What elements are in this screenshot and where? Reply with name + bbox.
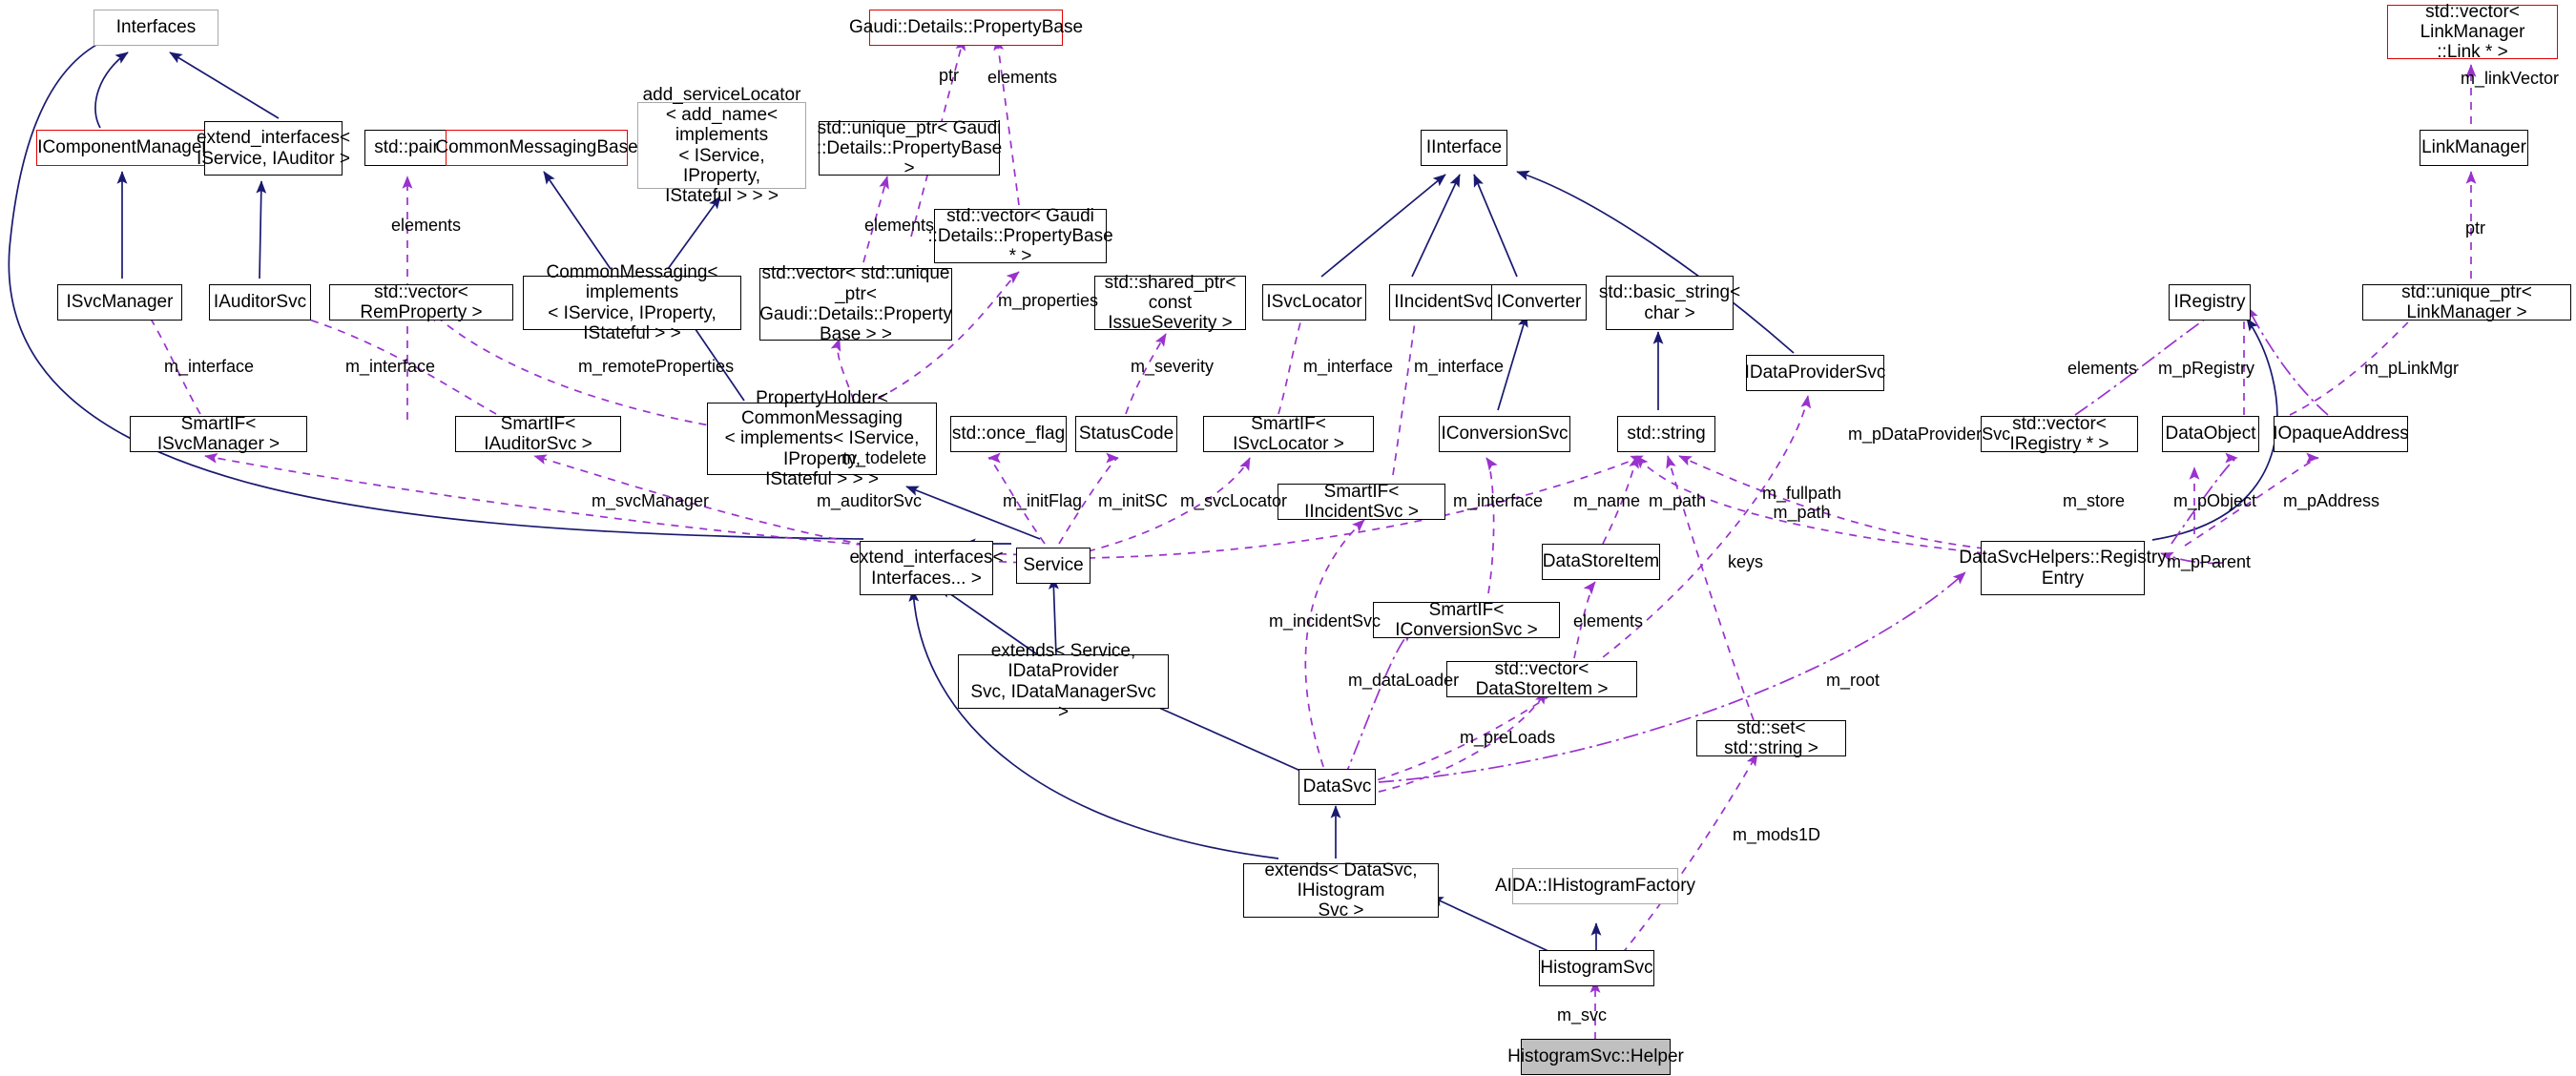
edge-label: m_properties: [998, 291, 1099, 310]
edge-label: m_interface: [1303, 357, 1394, 376]
class-node-extends_service_idp[interactable]: extends< Service, IDataProvider Svc, IDa…: [958, 641, 1169, 722]
class-node-smartif_iauditorsvc[interactable]: SmartIF< IAuditorSvc >: [455, 414, 621, 454]
edge-label: m_mods1D: [1733, 825, 1821, 844]
class-node-vector_remproperty[interactable]: std::vector< RemProperty >: [329, 282, 513, 322]
class-node-extend_if_isvc_iaud[interactable]: extend_interfaces< IService, IAuditor >: [197, 121, 350, 176]
class-node-gaudi_propertybase[interactable]: Gaudi::Details::PropertyBase: [849, 10, 1083, 46]
edge-label: m_pRegistry: [2158, 359, 2255, 378]
class-node-vector_iregistry_ptr[interactable]: std::vector< IRegistry * >: [1981, 414, 2138, 454]
edge-label: keys: [1728, 552, 1764, 571]
class-node-vector_datastoreitem[interactable]: std::vector< DataStoreItem >: [1446, 659, 1637, 699]
edge-label: m_linkVector: [2461, 69, 2560, 88]
class-node-iopaqueaddress[interactable]: IOpaqueAddress: [2273, 416, 2409, 452]
class-node-extends_datasvc_ihisto[interactable]: extends< DataSvc, IHistogram Svc >: [1243, 860, 1439, 921]
edge-label: m_severity: [1131, 357, 1215, 376]
class-node-isvcmanager[interactable]: ISvcManager: [57, 284, 182, 321]
edge-label: m_name: [1573, 491, 1641, 510]
class-node-set_stdstring[interactable]: std::set< std::string >: [1696, 718, 1846, 758]
edge-label: m_incidentSvc: [1269, 611, 1381, 631]
class-node-dataobject[interactable]: DataObject: [2162, 416, 2259, 452]
class-node-interfaces[interactable]: Interfaces: [93, 10, 218, 46]
edge-label: m_svc: [1557, 1005, 1608, 1024]
edge-label: elements: [1573, 611, 1644, 631]
edge-label: m_todelete: [841, 448, 927, 467]
edge-label: m_pAddress: [2283, 491, 2380, 510]
class-node-iregistry[interactable]: IRegistry: [2169, 284, 2251, 321]
class-node-add_servicelocator[interactable]: add_serviceLocator < add_name< implement…: [637, 85, 806, 206]
edge-label: m_dataLoader: [1348, 671, 1460, 690]
class-node-uniqueptr_linkmanager[interactable]: std::unique_ptr< LinkManager >: [2362, 282, 2571, 322]
class-node-uniqueptr_propbase[interactable]: std::unique_ptr< Gaudi ::Details::Proper…: [816, 117, 1003, 179]
class-node-iconverter[interactable]: IConverter: [1491, 284, 1587, 321]
edge-label: elements: [987, 68, 1058, 87]
edge-label: elements: [2067, 359, 2138, 378]
edge-label: m_pDataProviderSvc: [1848, 424, 2011, 444]
class-node-linkmanager[interactable]: LinkManager: [2420, 130, 2528, 166]
edge-label: m_initSC: [1098, 491, 1169, 510]
class-node-iconversionsvc[interactable]: IConversionSvc: [1439, 416, 1570, 452]
edge-label: m_interface: [1453, 491, 1544, 510]
edge-label: m_preLoads: [1460, 728, 1556, 747]
class-node-smartif_isvclocator[interactable]: SmartIF< ISvcLocator >: [1203, 414, 1374, 454]
class-node-statuscode[interactable]: StatusCode: [1075, 416, 1177, 452]
edge-label: m_pObject: [2173, 491, 2257, 510]
class-node-idataprovidersvc[interactable]: IDataProviderSvc: [1745, 355, 1885, 391]
class-node-aida_ihistogramfactory[interactable]: AIDA::IHistogramFactory: [1495, 868, 1695, 904]
class-node-datasvchelpers_regentry[interactable]: DataSvcHelpers::Registry Entry: [1959, 541, 2167, 595]
class-node-vector_uniqueptr_prop[interactable]: std::vector< std::unique _ptr< Gaudi::De…: [759, 263, 952, 345]
edge-label: m_svcManager: [592, 491, 710, 510]
class-node-histogramsvc_helper[interactable]: HistogramSvc::Helper: [1507, 1039, 1684, 1075]
class-node-vector_linkmanager_link[interactable]: std::vector< LinkManager ::Link * >: [2387, 2, 2558, 62]
class-node-datasvc[interactable]: DataSvc: [1298, 769, 1376, 805]
class-node-smartif_isvcmanager[interactable]: SmartIF< ISvcManager >: [130, 414, 307, 454]
edge-label: m_path: [1649, 491, 1707, 510]
class-node-iauditorsvc[interactable]: IAuditorSvc: [209, 284, 311, 321]
class-node-iincidentsvc[interactable]: IIncidentSvc: [1389, 284, 1498, 321]
edge-label: m_root: [1826, 671, 1880, 690]
edge-label: ptr: [939, 66, 960, 85]
class-node-isvclocator[interactable]: ISvcLocator: [1262, 284, 1366, 321]
edge-label: m_pLinkMgr: [2364, 359, 2460, 378]
class-node-icomponentmanager[interactable]: IComponentManager: [36, 130, 209, 166]
class-node-extend_interfaces_var[interactable]: extend_interfaces< Interfaces... >: [849, 541, 1004, 595]
class-node-smartif_iincidentsvc[interactable]: SmartIF< IIncidentSvc >: [1278, 482, 1445, 522]
edge-label: m_interface: [164, 357, 255, 376]
edge-label: m_store: [2063, 491, 2126, 510]
class-node-basic_string_char[interactable]: std::basic_string< char >: [1599, 276, 1740, 330]
edge-label: m_auditorSvc: [817, 491, 923, 510]
edge-label: m_svcLocator: [1180, 491, 1288, 510]
class-node-datastoreitem[interactable]: DataStoreItem: [1542, 544, 1660, 580]
class-node-stdstring[interactable]: std::string: [1617, 416, 1715, 452]
class-node-smartif_iconversionsvc[interactable]: SmartIF< IConversionSvc >: [1373, 600, 1560, 640]
class-node-commonmessaging_impl[interactable]: CommonMessaging< implements < IService, …: [523, 262, 741, 343]
class-node-vector_propbase_ptr[interactable]: std::vector< Gaudi ::Details::PropertyBa…: [927, 205, 1113, 267]
class-node-iinterface[interactable]: IInterface: [1421, 130, 1507, 166]
edge-label: ptr: [2465, 218, 2486, 238]
edge-label: m_interface: [345, 357, 436, 376]
edge-label: m_initFlag: [1003, 491, 1083, 510]
edge-label: elements: [864, 216, 935, 235]
edge-label: m_remoteProperties: [578, 357, 735, 376]
class-node-sharedptr_issueseverity[interactable]: std::shared_ptr< const IssueSeverity >: [1094, 273, 1246, 333]
class-node-once_flag[interactable]: std::once_flag: [950, 416, 1067, 452]
class-node-commonmessagingbase[interactable]: CommonMessagingBase: [435, 130, 638, 166]
class-node-histogramsvc[interactable]: HistogramSvc: [1539, 950, 1654, 986]
class-node-service[interactable]: Service: [1016, 548, 1091, 584]
edge-label: m_fullpath m_path: [1762, 484, 1842, 523]
edge-label: m_pParent: [2167, 552, 2252, 571]
edge-label: m_interface: [1414, 357, 1505, 376]
edge-label: elements: [391, 216, 462, 235]
